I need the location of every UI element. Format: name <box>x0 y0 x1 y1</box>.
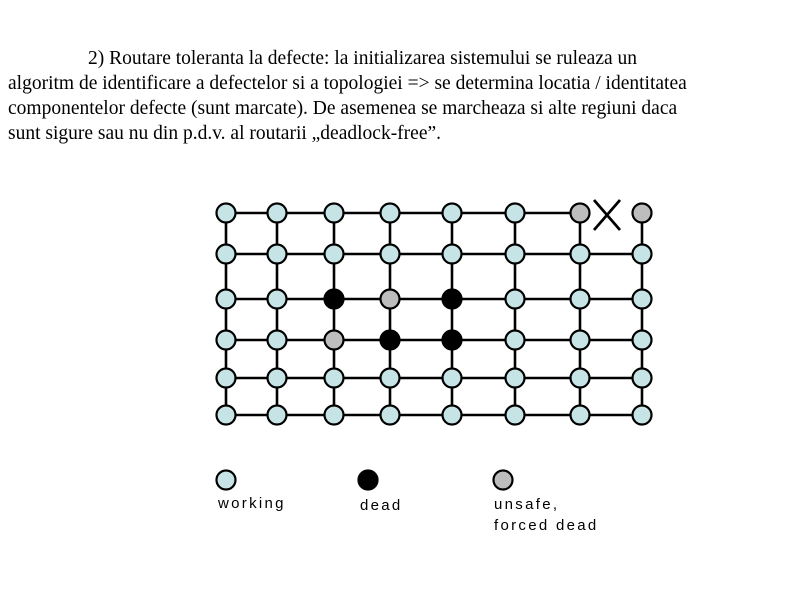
node-working <box>379 404 401 426</box>
node-working <box>504 288 526 310</box>
paragraph-line: algoritm de identificare a defectelor si… <box>8 73 687 94</box>
node-working <box>323 367 345 389</box>
node-unsafe <box>323 329 345 351</box>
node-working <box>266 202 288 224</box>
node-working <box>215 243 237 265</box>
node-working <box>441 202 463 224</box>
node-working <box>215 288 237 310</box>
node-working <box>441 404 463 426</box>
node-working <box>266 404 288 426</box>
node-working <box>631 288 653 310</box>
node-working <box>504 367 526 389</box>
paragraph-line: 2) Routare toleranta la defecte: la init… <box>88 48 637 69</box>
node-working <box>379 243 401 265</box>
node-working <box>379 202 401 224</box>
legend-unsafe-swatch <box>492 469 514 491</box>
legend-unsafe-label: unsafe, <box>494 496 559 513</box>
node-working <box>215 329 237 351</box>
node-working <box>215 367 237 389</box>
node-unsafe <box>379 288 401 310</box>
node-dead <box>441 288 463 310</box>
node-unsafe <box>631 202 653 224</box>
node-working <box>266 243 288 265</box>
node-working <box>631 243 653 265</box>
node-dead <box>379 329 401 351</box>
node-working <box>569 404 591 426</box>
node-unsafe <box>569 202 591 224</box>
node-working <box>631 367 653 389</box>
node-working <box>266 329 288 351</box>
legend: working dead unsafe, forced dead <box>215 469 599 534</box>
node-working <box>569 243 591 265</box>
node-working <box>215 404 237 426</box>
legend-dead-swatch <box>357 469 379 491</box>
node-working <box>569 288 591 310</box>
node-working <box>379 367 401 389</box>
node-working <box>504 404 526 426</box>
broken-link-stroke <box>592 199 622 231</box>
node-working <box>323 243 345 265</box>
node-dead <box>323 288 345 310</box>
description-paragraph: 2) Routare toleranta la defecte: la init… <box>8 46 792 146</box>
node-working <box>631 329 653 351</box>
node-working <box>441 367 463 389</box>
paragraph-line: sunt sigure sau nu din p.d.v. al routari… <box>8 123 442 144</box>
legend-dead-label: dead <box>360 497 403 514</box>
node-working <box>569 329 591 351</box>
node-working <box>504 329 526 351</box>
broken-link-marker <box>592 199 622 231</box>
node-working <box>323 404 345 426</box>
node-working <box>504 243 526 265</box>
legend-unsafe-label-2: forced dead <box>494 517 599 534</box>
node-working <box>266 288 288 310</box>
node-working <box>215 202 237 224</box>
mesh-nodes <box>215 202 653 426</box>
paragraph-line: componentelor defecte (sunt marcate). De… <box>8 98 678 119</box>
node-working <box>441 243 463 265</box>
node-working <box>504 202 526 224</box>
legend-working-swatch <box>215 469 237 491</box>
node-dead <box>441 329 463 351</box>
node-working <box>266 367 288 389</box>
legend-working-label: working <box>217 495 286 512</box>
node-working <box>569 367 591 389</box>
node-working <box>323 202 345 224</box>
node-working <box>631 404 653 426</box>
